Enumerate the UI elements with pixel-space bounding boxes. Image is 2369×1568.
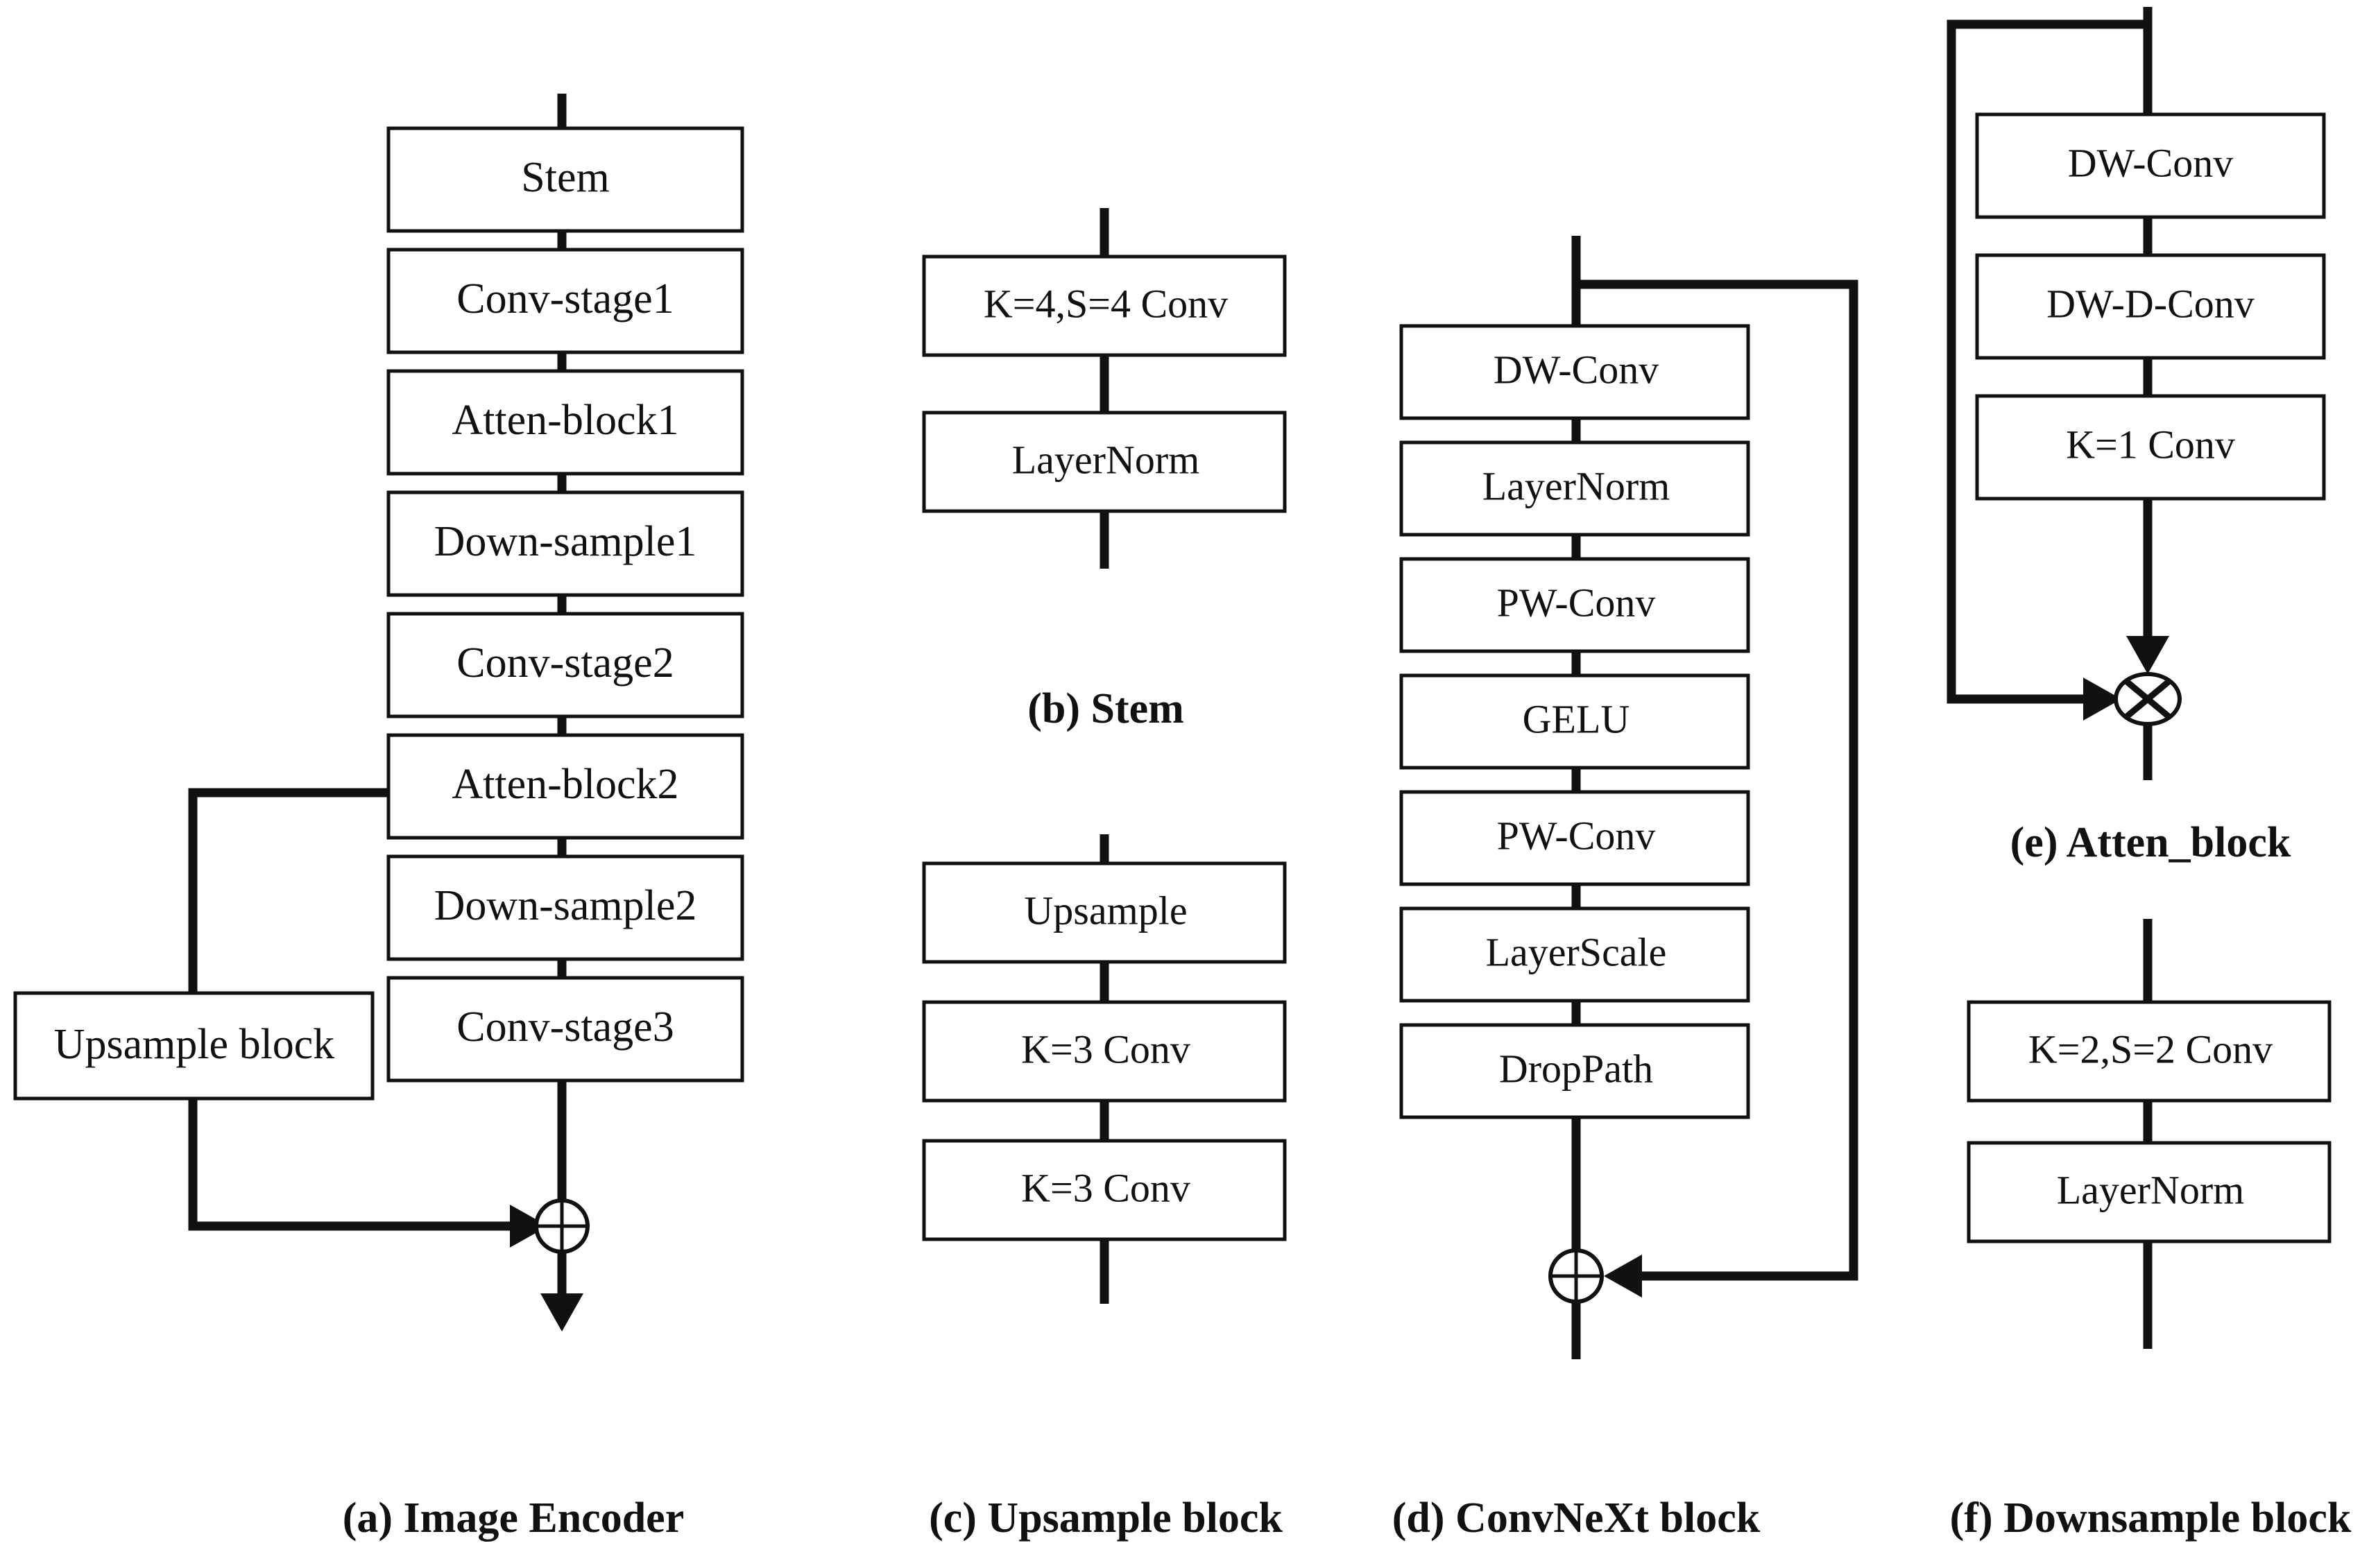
panel-d-block-gelu[interactable] — [1399, 673, 1750, 770]
panel-e-block-k1-conv-label: K=1 Conv — [2066, 422, 2235, 467]
panel-a-block-atten-block1-label: Atten-block1 — [452, 397, 678, 444]
panel-a-block-down-sample2-label: Down-sample2 — [434, 882, 697, 929]
panel-d-block-droppath-label: DropPath — [1499, 1046, 1653, 1091]
panel-d-block-droppath[interactable] — [1399, 1023, 1750, 1119]
panel-c-caption: (c) Upsample block — [929, 1494, 1283, 1542]
panel-a-block-down-sample1[interactable] — [386, 490, 744, 597]
panel-a-block-stem[interactable] — [386, 126, 744, 233]
panel-e-skip-connection — [1947, 19, 2148, 704]
panel-b-block-k4s4-conv[interactable] — [922, 255, 1287, 357]
panel-f-block-layernorm-label: LayerNorm — [2057, 1167, 2245, 1212]
panel-b-stem: K=4,S=4 Conv LayerNorm (b) Stem — [922, 208, 1287, 732]
panel-b-block-layernorm[interactable] — [922, 411, 1287, 513]
panel-b-caption: (b) Stem — [1027, 685, 1184, 732]
panel-e-block-dw-conv[interactable] — [1975, 112, 2326, 219]
panel-a-block-conv-stage2[interactable] — [386, 612, 744, 718]
panel-d-block-gelu-label: GELU — [1523, 696, 1630, 741]
panel-d-block-pw-conv-2-label: PW-Conv — [1497, 813, 1656, 858]
panel-c-block-upsample[interactable] — [922, 861, 1287, 964]
panel-d-convnext-block: DW-Conv LayerNorm PW-Conv GELU PW-Conv L… — [1392, 236, 1858, 1542]
panel-a-block-upsample-block[interactable] — [13, 991, 375, 1101]
panel-d-block-pw-conv-1[interactable] — [1399, 557, 1750, 653]
panel-a-block-conv-stage2-label: Conv-stage2 — [456, 639, 674, 687]
panel-d-block-layerscale-label: LayerScale — [1486, 929, 1667, 974]
panel-a-block-atten-block1[interactable] — [386, 369, 744, 476]
panel-d-block-pw-conv-1-label: PW-Conv — [1497, 580, 1656, 625]
panel-c-upsample-block: Upsample K=3 Conv K=3 Conv (c) Upsample … — [922, 834, 1287, 1542]
panel-a-skip-arrowhead — [510, 1205, 548, 1248]
panel-d-block-layerscale[interactable] — [1399, 906, 1750, 1003]
panel-c-block-k3-conv-1-label: K=3 Conv — [1021, 1026, 1190, 1071]
panel-c-block-k3-conv-2[interactable] — [922, 1139, 1287, 1241]
panel-e-atten-block: DW-Conv DW-D-Conv K=1 Conv (e) Atten_blo… — [1947, 7, 2326, 866]
panel-a-image-encoder: Stem Conv-stage1 Atten-block1 Down-sampl… — [13, 94, 744, 1542]
panel-e-block-dw-conv-label: DW-Conv — [2068, 140, 2233, 185]
panel-d-caption: (d) ConvNeXt block — [1392, 1494, 1761, 1542]
panel-b-block-layernorm-label: LayerNorm — [1012, 437, 1200, 482]
panel-a-block-conv-stage1-label: Conv-stage1 — [456, 275, 674, 322]
panel-c-block-k3-conv-1[interactable] — [922, 1000, 1287, 1103]
panel-a-output-arrowhead — [540, 1293, 583, 1332]
panel-e-block-dw-d-conv[interactable] — [1975, 253, 2326, 360]
panel-a-block-conv-stage1[interactable] — [386, 248, 744, 354]
panel-f-block-k2s2-conv-label: K=2,S=2 Conv — [2028, 1026, 2273, 1071]
panel-d-residual-arrowhead — [1604, 1255, 1642, 1298]
panel-a-block-upsample-block-label: Upsample block — [54, 1021, 335, 1068]
panel-e-block-k1-conv[interactable] — [1975, 394, 2326, 501]
panel-a-block-conv-stage3-label: Conv-stage3 — [456, 1003, 674, 1051]
panel-a-block-atten-block2[interactable] — [386, 733, 744, 840]
panel-a-block-stem-label: Stem — [521, 154, 609, 201]
panel-a-block-atten-block2-label: Atten-block2 — [452, 761, 678, 808]
panel-c-block-k3-conv-2-label: K=3 Conv — [1021, 1165, 1190, 1210]
panel-c-block-upsample-label: Upsample — [1024, 888, 1187, 933]
panel-e-skip-arrowhead — [2083, 678, 2121, 721]
panel-f-block-layernorm[interactable] — [1967, 1141, 2332, 1243]
panel-a-caption: (a) Image Encoder — [343, 1494, 684, 1542]
panel-d-block-layernorm-label: LayerNorm — [1482, 463, 1670, 508]
panel-f-downsample-block: K=2,S=2 Conv LayerNorm (f) Downsample bl… — [1950, 919, 2352, 1542]
panel-e-mul-arrowhead — [2126, 636, 2169, 674]
panel-f-block-k2s2-conv[interactable] — [1967, 1000, 2332, 1103]
panel-d-block-layernorm[interactable] — [1399, 440, 1750, 537]
panel-d-residual-connection — [1576, 279, 1858, 1281]
panel-b-block-k4s4-conv-label: K=4,S=4 Conv — [984, 281, 1228, 326]
panel-a-block-down-sample2[interactable] — [386, 854, 744, 961]
panel-f-caption: (f) Downsample block — [1950, 1494, 2352, 1542]
panel-a-block-conv-stage3[interactable] — [386, 976, 744, 1083]
panel-e-caption: (e) Atten_block — [2010, 819, 2291, 866]
panel-d-block-dw-conv-label: DW-Conv — [1494, 347, 1659, 392]
panel-e-times-stroke-2 — [2125, 679, 2171, 719]
panel-e-block-dw-d-conv-label: DW-D-Conv — [2046, 281, 2255, 326]
panel-a-block-down-sample1-label: Down-sample1 — [434, 518, 697, 565]
panel-d-block-dw-conv[interactable] — [1399, 324, 1750, 420]
panel-d-block-pw-conv-2[interactable] — [1399, 790, 1750, 886]
